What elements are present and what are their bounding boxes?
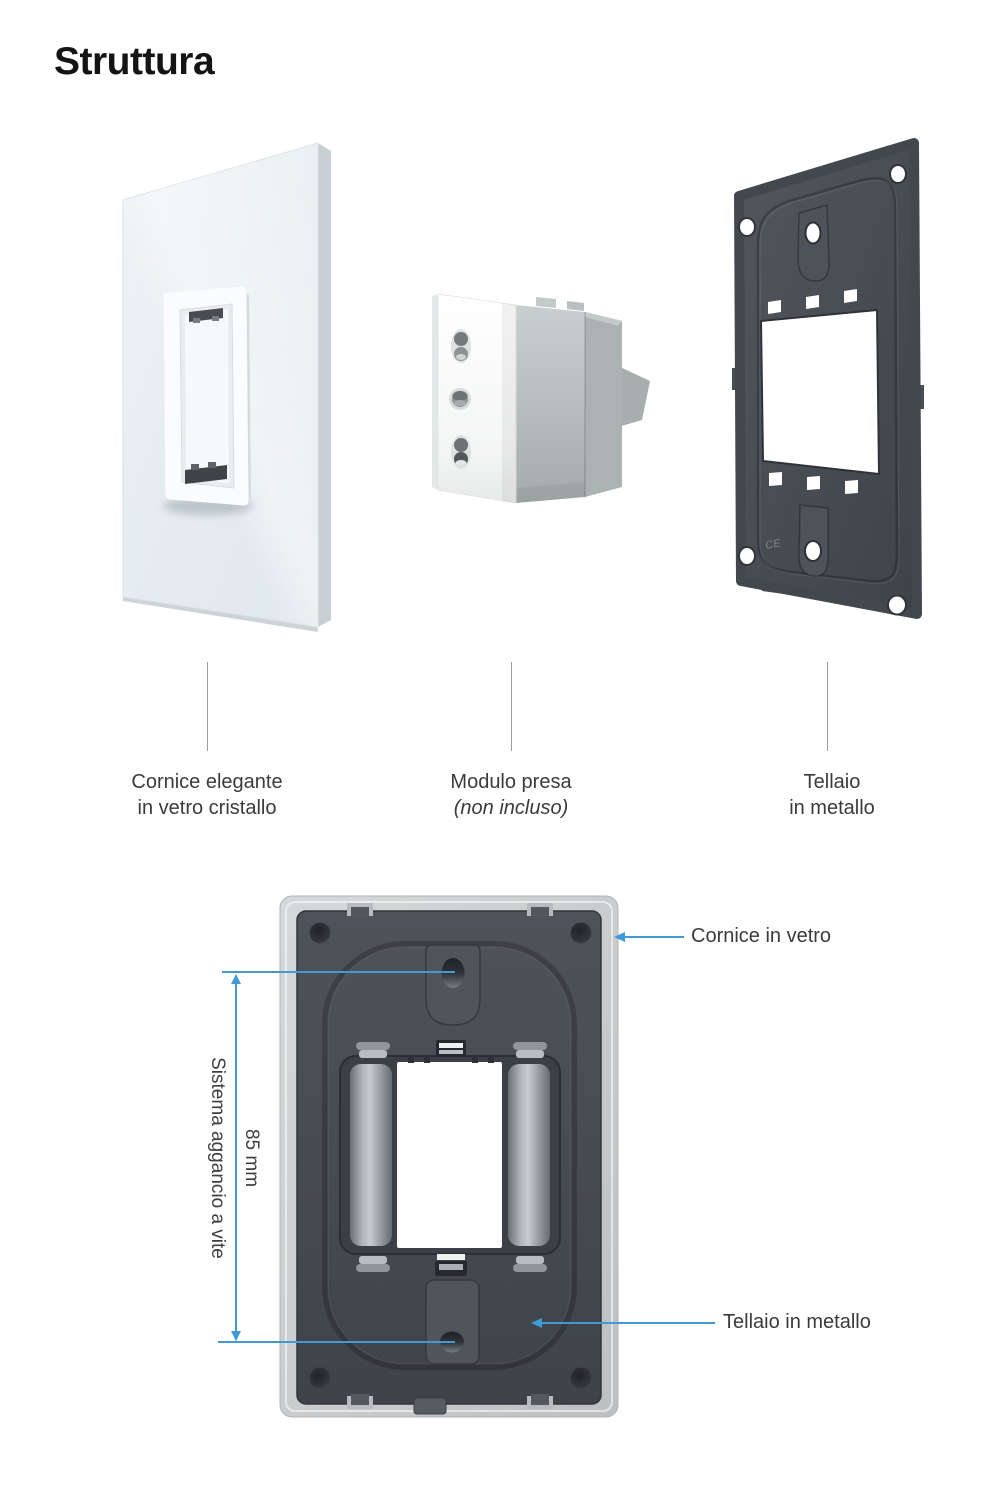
frame-tick — [472, 1056, 478, 1063]
metal-frame-illustration: CE — [732, 138, 924, 619]
rail-foot — [359, 1050, 387, 1058]
clip-cutout — [807, 476, 820, 490]
module-claw — [618, 366, 650, 427]
center-clip — [436, 1040, 466, 1057]
top-screw-hole — [441, 958, 465, 988]
metal-callout-line — [541, 1322, 715, 1324]
rail-foot — [513, 1042, 547, 1050]
clip-cutout — [844, 289, 857, 303]
glass-inner-bevel — [285, 901, 613, 1412]
corner-hole — [887, 594, 907, 616]
dimension-value: 85 mm — [241, 1128, 262, 1188]
connector-line — [511, 662, 512, 751]
label-line: (non incluso) — [453, 797, 569, 819]
clip-cutout — [845, 480, 858, 494]
assembled-back-view-illustration — [279, 895, 619, 1418]
glass-bottom-edge — [123, 597, 318, 632]
center-clip-bar — [439, 1043, 463, 1048]
rail-foot — [356, 1264, 390, 1272]
component-label-metal-frame: Tellaio in metallo — [692, 769, 972, 821]
dimension-arrow-down-icon — [231, 1331, 241, 1341]
frame-tick — [488, 1056, 494, 1063]
frame-tick — [408, 1056, 414, 1063]
bottom-screw-tab — [425, 1279, 480, 1365]
dimension-line — [235, 976, 237, 1340]
glass-callout-arrow-icon — [614, 932, 625, 942]
component-label-socket-module: Modulo presa (non incluso) — [371, 769, 651, 821]
corner-hole — [738, 546, 756, 566]
edge-notch-tab — [351, 1394, 369, 1405]
page-title: Struttura — [54, 40, 215, 83]
embossed-groove — [756, 177, 899, 583]
module-top-tab — [536, 297, 556, 308]
clip-cutout — [768, 300, 781, 314]
frame-tick — [424, 1056, 430, 1063]
glass-side-edge — [318, 143, 331, 627]
label-line: Cornice elegante — [131, 771, 283, 793]
glass-frame-illustration — [122, 142, 331, 632]
module-face-edge — [432, 294, 438, 490]
glass-callout-label: Cornice in vetro — [691, 925, 832, 947]
module-opening — [397, 1062, 502, 1248]
component-label-glass-frame: Cornice elegante in vetro cristallo — [67, 769, 347, 821]
module-top-tab — [567, 301, 584, 311]
rail-foot — [513, 1264, 547, 1272]
corner-hole — [889, 164, 907, 184]
dimension-extension-line-top — [222, 971, 455, 973]
side-rail — [350, 1064, 392, 1246]
corner-screw-hole — [309, 922, 331, 944]
edge-notch-tab — [351, 907, 369, 918]
center-clip-bar — [439, 1050, 463, 1054]
label-line: in vetro cristallo — [137, 797, 277, 819]
label-line: Modulo presa — [450, 771, 572, 793]
connector-line — [207, 662, 208, 751]
ce-mark: CE — [764, 537, 782, 552]
center-clip-bar — [439, 1264, 463, 1270]
embossed-groove-highlight — [759, 179, 900, 584]
rail-foot — [356, 1042, 390, 1050]
rail-foot — [359, 1256, 387, 1264]
top-screw-slot — [804, 221, 822, 245]
socket-holes — [449, 329, 471, 469]
clip-nub — [212, 316, 219, 321]
module-body — [516, 305, 585, 503]
clip-nub — [208, 462, 216, 468]
dimension-extension-line-bottom — [218, 1341, 455, 1343]
module-body-shade — [516, 482, 585, 503]
bezel-opening — [185, 309, 229, 483]
glass-callout-line — [624, 936, 684, 938]
module-cap-top — [585, 312, 622, 326]
rail-foot — [516, 1256, 544, 1264]
corner-screw-hole — [309, 1367, 331, 1389]
corner-screw-hole — [570, 922, 592, 944]
module-cutout — [760, 309, 880, 475]
module-back-cap — [585, 312, 622, 497]
clip-nub — [191, 464, 199, 470]
metal-callout-arrow-icon — [531, 1318, 542, 1328]
dimension-arrow-up-icon — [231, 974, 241, 984]
label-line: in metallo — [789, 797, 875, 819]
corner-hole — [738, 217, 756, 237]
center-clip-bar — [437, 1254, 465, 1260]
label-line: Tellaio — [803, 771, 861, 793]
rail-foot — [516, 1050, 544, 1058]
clip-cutout — [769, 472, 782, 486]
edge-notch-tab — [531, 907, 549, 918]
racetrack-groove — [322, 941, 577, 1370]
clip-cutout — [806, 295, 819, 309]
corner-screw-hole — [570, 1367, 592, 1389]
module-face-shade — [502, 303, 516, 503]
metal-callout-label: Tellaio in metallo — [723, 1311, 871, 1333]
clip-nub — [193, 318, 200, 323]
side-rail — [508, 1064, 550, 1246]
bottom-screw-slot — [804, 540, 822, 562]
bottom-center-tab — [413, 1397, 447, 1415]
socket-module-illustration — [432, 293, 650, 504]
connector-line — [827, 662, 828, 751]
screw-system-label: Sistema aggancio a vite — [207, 1057, 228, 1259]
edge-notch-tab — [531, 1394, 549, 1405]
